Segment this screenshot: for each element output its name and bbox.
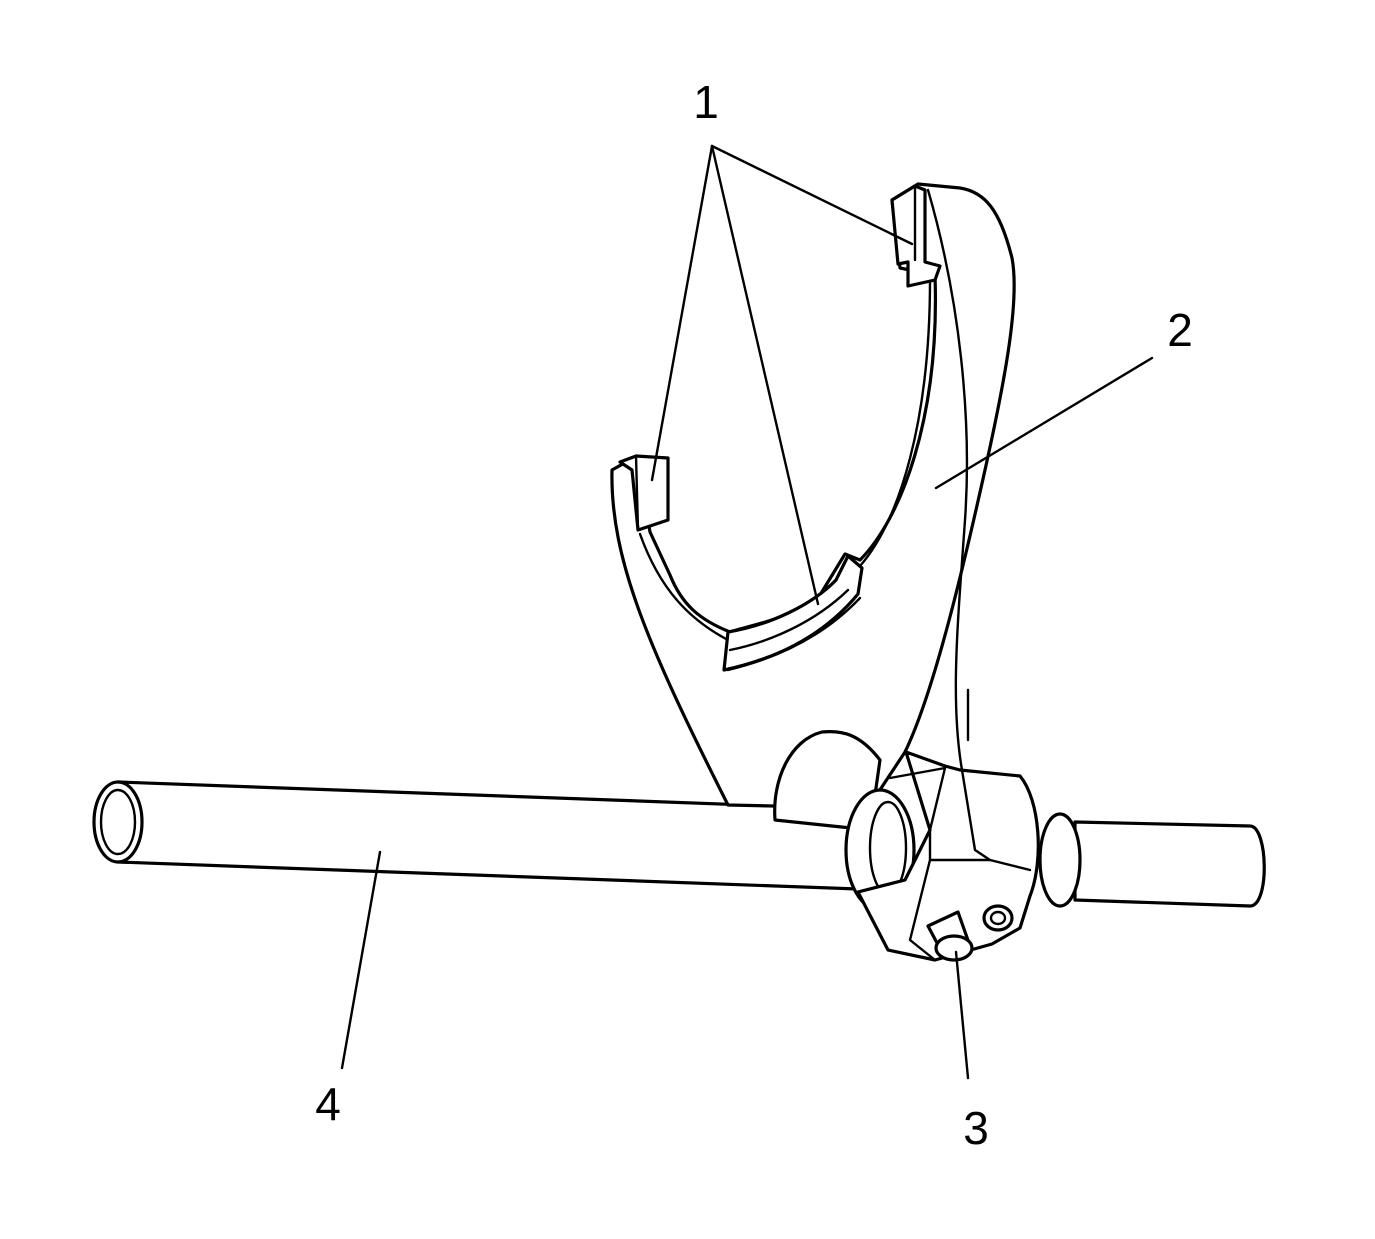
leader-lines [340, 144, 1154, 1080]
shift-rail-right-step [1038, 812, 1082, 908]
leader-3 [954, 950, 970, 1080]
shift-rail-right-body [1073, 820, 1266, 908]
callout-4: 4 [315, 1078, 341, 1130]
fork-arm-edge [926, 188, 969, 772]
shift-rail [92, 780, 1266, 908]
fork-inner-arc-left [638, 532, 730, 642]
hub-block-lower-face [908, 858, 937, 962]
callout-1: 1 [693, 76, 719, 128]
fork-outline [610, 182, 1016, 810]
leader-1c [710, 144, 820, 606]
leader-4 [340, 850, 382, 1070]
leader-1b [650, 144, 714, 482]
fork-pad-left-edge [634, 454, 640, 532]
detent-hole-inner [989, 910, 1007, 926]
detent-hole [982, 904, 1014, 932]
callouts: 1 2 3 4 [315, 76, 1193, 1154]
hub-block-front-face [928, 828, 1032, 872]
fork-hub [773, 729, 1040, 962]
leader-2 [934, 356, 1154, 490]
roll-pin [926, 910, 974, 962]
hub-arm-join [960, 768, 992, 862]
shift-fork [610, 182, 1016, 810]
roll-pin-end [934, 934, 974, 962]
hub-block-top-edge [888, 766, 947, 832]
leader-1a [710, 144, 914, 246]
fork-inner-arc [858, 278, 932, 568]
fork-pad-bottom-edge [728, 588, 850, 652]
callout-3: 3 [963, 1102, 989, 1154]
hub-collar [773, 729, 882, 832]
shift-rail-left-end-inner [99, 788, 137, 856]
callout-2: 2 [1167, 304, 1193, 356]
